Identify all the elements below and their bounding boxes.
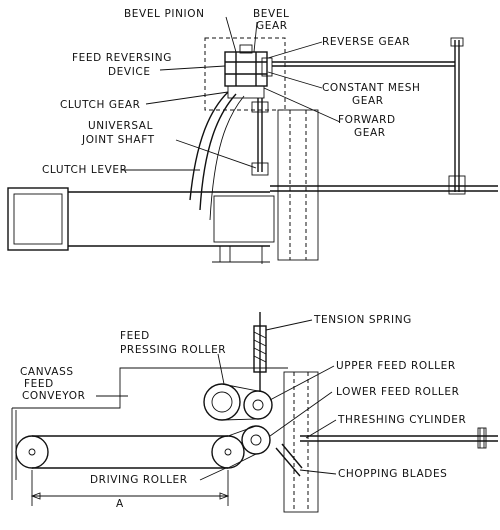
label-feed-reversing-line2: DEVICE <box>108 66 151 78</box>
gearbox-housing <box>204 37 286 111</box>
feed-pressing-roller-shape <box>203 383 241 421</box>
label-tension-spring: TENSION SPRING <box>314 314 412 326</box>
lower-feed-roller-shape <box>241 425 271 455</box>
label-threshing-cylinder: THRESHING CYLINDER <box>338 414 467 426</box>
label-chopping-blades: CHOPPING BLADES <box>338 468 448 480</box>
label-feed-pressing-line2: PRESSING ROLLER <box>120 344 227 356</box>
label-lower-feed-roller: LOWER FEED ROLLER <box>336 386 460 398</box>
label-constant-mesh-line1: CONSTANT MESH <box>322 82 421 94</box>
chopping-blades-shape <box>275 447 301 477</box>
label-clutch-gear: CLUTCH GEAR <box>60 99 141 111</box>
tension-spring-shape <box>253 325 267 373</box>
idler-roller <box>15 435 49 469</box>
bevel-gear-block <box>224 51 268 87</box>
cylinder-frame <box>283 371 319 513</box>
side-view-leaders <box>96 319 337 481</box>
label-canvass-line1: CANVASS <box>20 366 74 378</box>
left-frame <box>7 187 69 251</box>
label-bevel-gear-line2: GEAR <box>256 20 288 32</box>
top-view-leaders <box>122 16 341 171</box>
label-feed-pressing-line1: FEED <box>120 330 150 342</box>
label-bevel-gear-line1: BEVEL <box>253 8 290 20</box>
label-clutch-lever: CLUTCH LEVER <box>42 164 128 176</box>
label-universal-line2: JOINT SHAFT <box>82 134 155 146</box>
label-canvass-line2: FEED <box>24 378 54 390</box>
label-universal-line1: UNIVERSAL <box>88 120 154 132</box>
label-forward-gear-line1: FORWARD <box>338 114 396 126</box>
label-constant-mesh-line2: GEAR <box>352 95 384 107</box>
label-forward-gear-line2: GEAR <box>354 127 386 139</box>
upper-feed-roller-shape <box>243 390 273 420</box>
driving-roller-shape <box>211 435 245 469</box>
side-view-drawing <box>11 312 498 513</box>
clutch-lever-shape <box>189 91 229 201</box>
label-dimension-a: A <box>116 498 124 510</box>
label-feed-reversing-line1: FEED REVERSING <box>72 52 172 64</box>
label-canvass-line3: CONVEYOR <box>22 390 86 402</box>
label-upper-feed-roller: UPPER FEED ROLLER <box>336 360 456 372</box>
label-bevel-pinion: BEVEL PINION <box>124 8 205 20</box>
cylinder-pulley <box>477 427 487 449</box>
label-driving-roller: DRIVING ROLLER <box>90 474 188 486</box>
label-reverse-gear: REVERSE GEAR <box>322 36 411 48</box>
universal-joint <box>251 162 269 176</box>
top-view-drawing <box>7 37 498 264</box>
